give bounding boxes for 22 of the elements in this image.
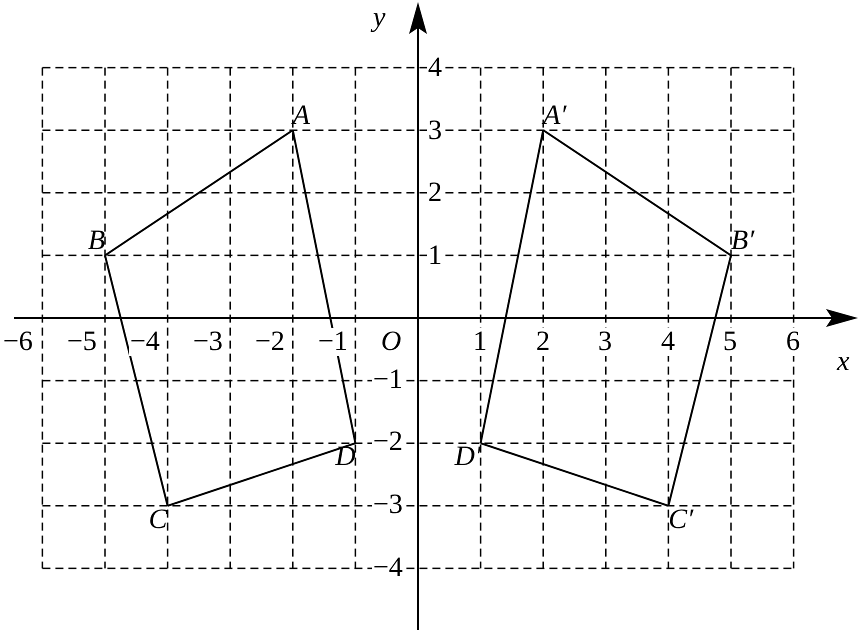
polygon-side bbox=[667, 255, 732, 506]
tick-label: 5 bbox=[722, 328, 738, 356]
vertex-label: A′ bbox=[543, 102, 566, 130]
polygon-side bbox=[292, 130, 356, 444]
polygon-side bbox=[167, 442, 356, 507]
polygon-side bbox=[480, 442, 669, 507]
polygon-side bbox=[542, 129, 732, 256]
vertex-label: B′ bbox=[731, 227, 754, 256]
polygon-side bbox=[480, 130, 544, 444]
vertex-label: C bbox=[148, 506, 168, 534]
tick-label: 2 bbox=[535, 328, 551, 356]
vertex-label: A bbox=[292, 102, 310, 130]
vertex-label: C′ bbox=[668, 506, 694, 534]
polygon-side bbox=[104, 255, 169, 506]
tick-label: 4 bbox=[660, 328, 676, 356]
vertex-label: B bbox=[88, 227, 106, 256]
vertex-label: D′ bbox=[454, 443, 481, 472]
polygon-side bbox=[104, 129, 294, 256]
tick-label: 6 bbox=[785, 328, 801, 356]
tick-label: 3 bbox=[597, 328, 613, 356]
tick-label: 1 bbox=[472, 328, 488, 356]
tick-label: −1 bbox=[317, 328, 349, 356]
